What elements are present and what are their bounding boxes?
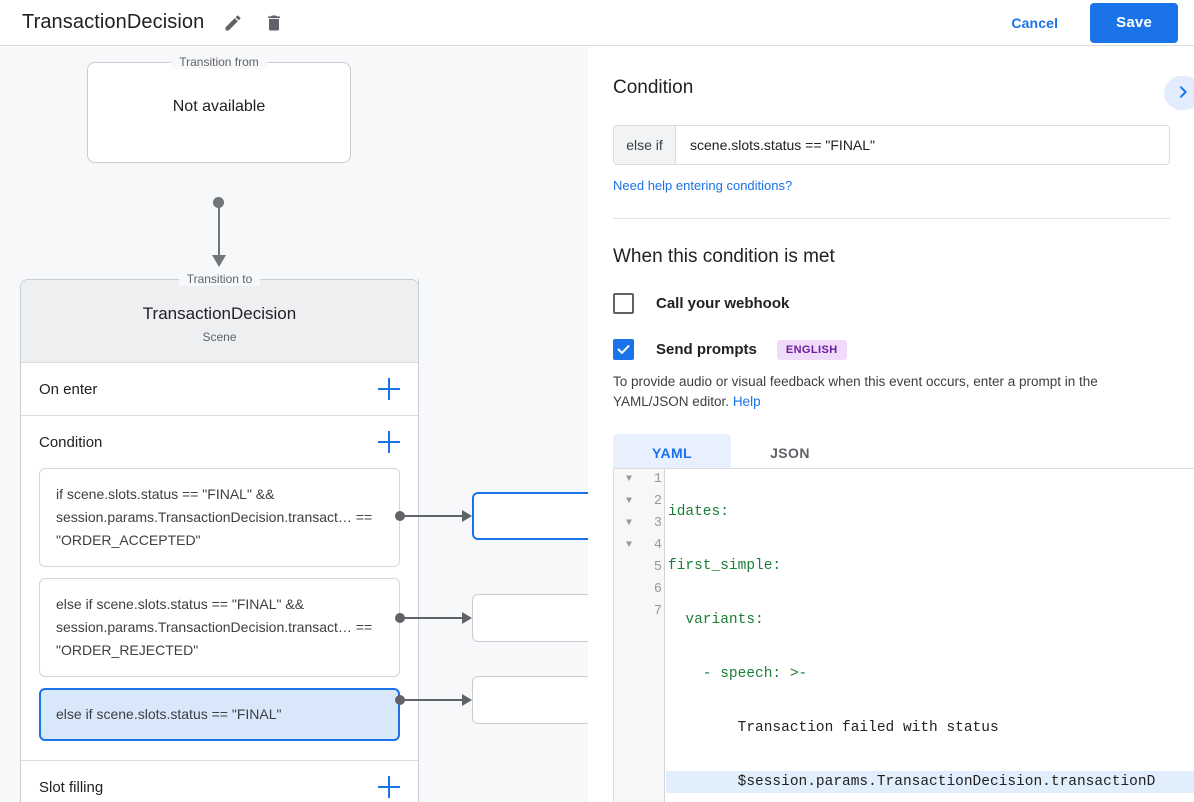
list-item[interactable]: if scene.slots.status == "FINAL" && sess…	[39, 468, 400, 567]
panel-heading: Condition	[613, 77, 694, 98]
connector-line	[400, 617, 464, 619]
transition-target-box[interactable]	[472, 492, 588, 540]
panel-divider	[613, 218, 1170, 219]
top-bar-actions: Cancel Save	[997, 2, 1178, 43]
prompts-help-link[interactable]: Help	[732, 394, 761, 409]
connector-arrow	[462, 694, 472, 706]
when-condition-heading: When this condition is met	[613, 246, 835, 267]
section-on-enter: On enter	[21, 362, 418, 415]
webhook-label: Call your webhook	[656, 295, 790, 312]
transition-from-legend: Transition from	[171, 55, 267, 69]
send-prompts-label: Send prompts	[656, 341, 757, 358]
webhook-row[interactable]: Call your webhook	[613, 293, 1170, 314]
webhook-checkbox[interactable]	[613, 293, 634, 314]
section-on-enter-title: On enter	[39, 380, 98, 398]
connector-arrow	[462, 510, 472, 522]
connector-line	[400, 515, 464, 517]
line-number: 2	[653, 494, 662, 509]
editor-fold-column: ▼ ▼ ▼ ▼	[614, 469, 644, 802]
condition-list: if scene.slots.status == "FINAL" && sess…	[39, 468, 400, 760]
line-number: 3	[653, 516, 662, 531]
transition-from-card: Transition from Not available	[87, 55, 351, 163]
list-item[interactable]: else if scene.slots.status == "FINAL"	[39, 688, 400, 741]
chevron-right-icon	[1175, 84, 1191, 103]
panel-condition-section: Condition else if Need help entering con…	[589, 47, 1194, 472]
scene-canvas[interactable]: Transition from Not available Transition…	[0, 47, 588, 802]
section-slot-filling-title: Slot filling	[39, 778, 104, 796]
section-slot-filling-header: Slot filling	[39, 761, 400, 802]
tab-json[interactable]: JSON	[731, 434, 849, 472]
scene-type: Scene	[202, 330, 237, 344]
code-line[interactable]: variants:	[668, 612, 764, 628]
edit-button[interactable]	[218, 8, 248, 38]
top-bar: TransactionDecision Cancel Save	[0, 0, 1194, 46]
section-condition: Condition if scene.slots.status == "FINA…	[21, 415, 418, 760]
fold-toggle[interactable]: ▼	[625, 496, 632, 507]
fold-spacer	[614, 579, 644, 601]
code-line[interactable]: first_simple:	[668, 558, 782, 574]
add-condition-button[interactable]	[378, 431, 400, 453]
fold-toggle[interactable]: ▼	[625, 540, 632, 551]
prompts-helper-text: To provide audio or visual feedback when…	[613, 372, 1170, 412]
transition-to-card: Transition to TransactionDecision Scene …	[20, 272, 419, 802]
line-number: 1	[653, 472, 662, 487]
add-on-enter-button[interactable]	[378, 378, 400, 400]
connector-arrow	[462, 612, 472, 624]
transition-arrow-head	[212, 255, 226, 267]
fold-spacer	[614, 557, 644, 579]
scene-header: TransactionDecision Scene	[21, 280, 418, 362]
line-number: 4	[653, 538, 662, 553]
condition-prefix-label: else if	[614, 126, 676, 164]
connector-line	[400, 699, 464, 701]
transition-from-value: Not available	[172, 98, 266, 115]
page-title: TransactionDecision	[22, 11, 205, 33]
expand-panel-button[interactable]	[1164, 76, 1194, 110]
fold-toggle[interactable]: ▼	[625, 474, 632, 485]
checkmark-icon	[617, 345, 630, 354]
code-line[interactable]: Transaction failed with status	[668, 720, 999, 736]
section-condition-title: Condition	[39, 433, 103, 451]
save-button[interactable]: Save	[1090, 2, 1178, 43]
send-prompts-row[interactable]: Send prompts ENGLISH	[613, 339, 1170, 360]
fold-toggle[interactable]: ▼	[625, 518, 632, 529]
condition-field[interactable]: else if	[613, 125, 1170, 165]
line-number: 7	[653, 604, 662, 619]
trash-icon	[264, 13, 284, 33]
transition-target-box[interactable]	[472, 594, 588, 642]
line-number: 6	[653, 582, 662, 597]
editor-format-tabs: YAML JSON	[613, 434, 1170, 472]
tab-yaml[interactable]: YAML	[613, 434, 731, 472]
condition-help-link[interactable]: Need help entering conditions?	[613, 178, 793, 193]
code-line[interactable]: idates:	[668, 504, 729, 520]
pencil-icon	[223, 13, 243, 33]
fold-spacer	[614, 601, 644, 623]
list-item[interactable]: else if scene.slots.status == "FINAL" &&…	[39, 578, 400, 677]
language-badge: ENGLISH	[776, 339, 847, 360]
add-slot-filling-button[interactable]	[378, 776, 400, 798]
cancel-button[interactable]: Cancel	[997, 6, 1072, 40]
transition-to-legend: Transition to	[178, 272, 261, 286]
section-on-enter-header: On enter	[39, 363, 400, 415]
scene-name: TransactionDecision	[142, 304, 297, 323]
code-line[interactable]: $session.params.TransactionDecision.tran…	[666, 771, 1194, 793]
transition-arrow-line	[218, 197, 220, 259]
editor-code-area[interactable]: idates: first_simple: variants: - speech…	[666, 469, 1194, 802]
line-number: 5	[653, 560, 662, 575]
send-prompts-checkbox[interactable]	[613, 339, 634, 360]
transition-target-box[interactable]	[472, 676, 588, 724]
section-condition-header: Condition	[39, 416, 400, 468]
condition-input[interactable]	[676, 126, 1169, 164]
code-line[interactable]: - speech: >-	[668, 666, 808, 682]
editor-line-numbers: 1 2 3 4 5 6 7	[644, 469, 665, 802]
section-slot-filling: Slot filling Slot validation	[21, 760, 418, 802]
yaml-code-editor[interactable]: ▼ ▼ ▼ ▼ 1 2 3 4 5 6 7 idates: first_simp…	[613, 468, 1194, 802]
delete-button[interactable]	[259, 8, 289, 38]
prompts-helper-sentence: To provide audio or visual feedback when…	[613, 374, 1098, 409]
